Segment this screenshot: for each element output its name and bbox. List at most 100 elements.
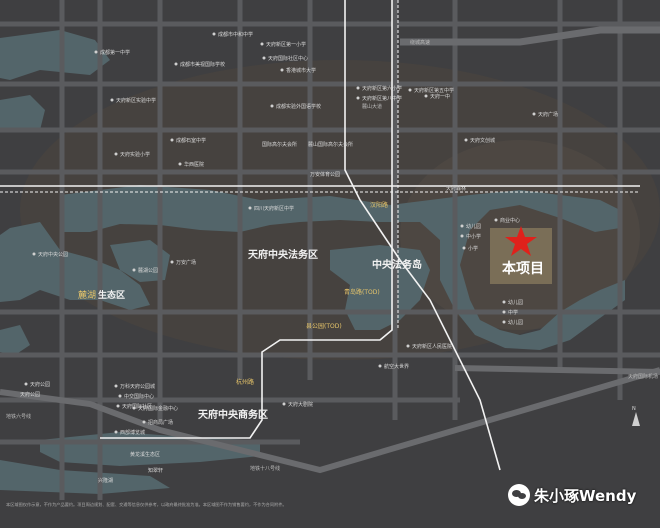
poi-dot [356,86,360,90]
poi-dot [170,138,174,142]
poi-dot [406,344,410,348]
road-label-lushan: 麓山大道 [362,103,382,110]
poi-label: 天府国际社区中心 [268,55,308,62]
expressway [400,26,660,46]
poi-dot [282,402,286,406]
poi-dot [532,112,536,116]
metro-lines [0,0,640,471]
wechat-icon [508,484,530,506]
poi-label: 天府新区人民医院 [412,343,452,350]
road-label-airport: 天府国际机场 [628,373,658,380]
park-wanan: 万安体育公园 [310,171,340,178]
watermark: 朱小琢Wendy [508,484,636,506]
airport-expressway [0,367,660,474]
poi-label: 小学 [468,245,478,252]
svg-text:N: N [632,406,636,412]
poi-dot [178,162,182,166]
poi-dot [116,404,120,408]
poi-dot [356,96,360,100]
poi-label: 天府新区第一小学 [266,41,306,48]
poi-label: 商业中心 [500,217,520,224]
poi-dot [460,234,464,238]
poi-label: 华西医院 [184,161,204,168]
zone-lake-a: 麓湖 [78,289,96,301]
park-huanglongxi: 黄龙溪生态区 [130,451,160,458]
compass-icon: N [632,406,640,426]
station-hangzhou: 杭州路 [236,378,254,386]
poi-dot [110,98,114,102]
road-label-metro6: 地铁六号线 [6,413,31,420]
road-label-metro18: 地铁十八号线 [250,465,280,472]
poi-dot [408,88,412,92]
poi-label: 成都实验外国语学校 [276,103,321,110]
road-grid [0,0,660,500]
poi-label: 天府一中 [430,93,450,100]
poi-dot [174,62,178,66]
zone-lake-b: 生态区 [98,289,125,301]
poi-label: 天府广场 [538,111,558,118]
park-tianfu: 天府公园 [20,391,40,398]
poi-label: 香港城市大学 [286,67,316,74]
poi-dot [94,50,98,54]
poi-dot [462,246,466,250]
poi-label: 麓湖公园 [138,267,158,274]
poi-label: 天府国际社区 [122,403,152,410]
poi-label: 天府新区第五中学 [414,87,454,94]
poi-dot [424,94,428,98]
poi-dot [280,68,284,72]
poi-dot [460,224,464,228]
poi-label: 成都第一中学 [100,49,130,56]
poi-dot [32,252,36,256]
poi-label: 中学 [508,309,518,316]
poi-dot [260,42,264,46]
poi-label: 中小学 [466,233,481,240]
poi-label: 天府公园 [30,381,50,388]
disclaimer-text: 本区域图仅作示意，不作为产品要约。项目周边规划、配套、交通等信息仅供参考，以政府… [6,502,287,507]
poi-label: 天府新区实验中学 [116,97,156,104]
zone-cbd-law: 天府中央法务区 [248,248,318,261]
poi-label: 天府新区第八中学 [362,95,402,102]
poi-dot [132,268,136,272]
poi-dot [262,56,266,60]
poi-label: 天府新区第六小学 [362,85,402,92]
poi-layer: 成都第一中学 成都市中和中学 天府新区第一小学 成都市美视国际学校 天府国际社区… [24,31,558,436]
poi-dot [464,138,468,142]
poi-dot [502,300,506,304]
poi-label: 成都石室中学 [176,137,206,144]
poi-dot [118,394,122,398]
poi-dot [132,406,136,410]
station-forest: 天府森林 [446,185,466,192]
park-zhicui: 知翠轩 [148,467,163,474]
park-lushan-golf: 麓山国际高尔夫会所 [308,141,353,148]
poi-dot [270,104,274,108]
poi-dot [114,384,118,388]
station-xiangongyuan: 县公园(TOD) [306,323,342,330]
poi-dot [502,310,506,314]
park-golf: 国际高尔夫会所 [262,141,297,148]
poi-label: 天府文创城 [470,137,495,144]
poi-label: 幼儿园 [508,299,523,306]
poi-label: 幼儿园 [466,223,481,230]
watermark-text: 朱小琢Wendy [534,486,637,505]
poi-label: 天府实验小学 [120,151,150,158]
poi-dot [114,430,118,434]
poi-label: 天府大剧院 [288,401,313,408]
poi-label: 四川天府新区中学 [254,205,294,212]
poi-label: 成都市中和中学 [218,31,253,38]
poi-label: 中交国际中心 [124,393,154,400]
zone-law-island: 中央法务岛 [372,258,422,271]
poi-dot [24,382,28,386]
poi-dot [212,32,216,36]
poi-dot [170,260,174,264]
road-label-expressway: 绕城高速 [410,39,430,46]
poi-dot [114,152,118,156]
project-star-icon [505,226,537,256]
poi-label: 航空大世界 [384,363,409,370]
poi-dot [494,218,498,222]
station-hanyang: 汉阳路 [370,201,388,209]
tianfu-airport-road [454,365,660,375]
metro-planned [0,0,640,330]
poi-label: 西部博览城 [120,429,145,436]
poi-label: 万安广场 [176,259,196,266]
